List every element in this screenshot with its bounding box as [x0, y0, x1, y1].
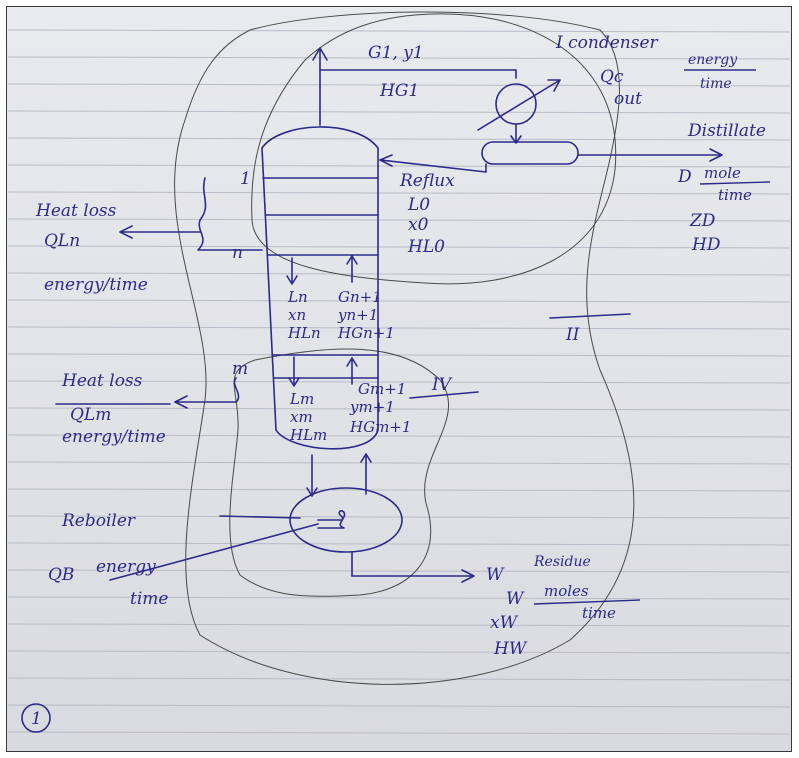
reflux-enthalpy: HL0: [407, 237, 445, 257]
reflux-flow: L0: [407, 195, 430, 215]
distillate-flow-units-denominator: time: [718, 186, 752, 204]
envelope-label-bar: [550, 314, 630, 318]
section-m-liquid-composition: xm: [290, 408, 313, 426]
heat-loss-n-symbol: QLn: [44, 231, 80, 251]
section-n-vapor-enthalpy: HGn+1: [337, 324, 395, 342]
ruled-line: [8, 246, 790, 248]
ruled-line: [8, 705, 790, 707]
section-m-vapor-flow: Gm+1: [358, 380, 406, 398]
condenser-heat-direction: out: [614, 89, 642, 109]
ruled-line: [8, 678, 790, 680]
section-n-liquid-enthalpy: HLn: [287, 324, 321, 342]
reboiler-heat-units-denominator: time: [130, 589, 168, 609]
section-n-vapor-composition: yn+1: [337, 306, 378, 324]
condenser-heat-units-denominator: time: [700, 76, 732, 92]
ruled-line: [8, 30, 790, 32]
section-n-liquid-composition: xn: [288, 306, 306, 324]
envelope-label-iv: IV: [431, 375, 453, 395]
section-n-vapor-flow: Gn+1: [338, 288, 382, 306]
residue-flow-units-denominator: time: [582, 604, 616, 622]
top-vapor-enthalpy: HG1: [379, 81, 419, 101]
ruled-line: [8, 165, 790, 167]
section-m-vapor-composition: ym+1: [349, 398, 395, 416]
condenser-label: I condenser: [555, 33, 659, 53]
column-top-head: [262, 127, 378, 148]
page-number: 1: [31, 709, 42, 729]
condenser-heat-symbol: Qc: [600, 67, 624, 87]
ruled-line: [8, 624, 790, 626]
top-vapor-stream: G1, y1: [368, 43, 424, 63]
ruled-line: [8, 597, 790, 599]
section-m-liquid-enthalpy: HLm: [289, 426, 327, 444]
residue-flow-units: moles: [544, 582, 589, 600]
distillate-flow: D: [677, 167, 692, 187]
ruled-line: [8, 219, 790, 221]
reboiler-label: Reboiler: [61, 511, 136, 531]
condenser-heat-units: energy: [688, 52, 738, 68]
residue-composition: xW: [490, 613, 519, 633]
ruled-line: [8, 192, 790, 194]
heat-loss-m-label: Heat loss: [61, 371, 143, 391]
ruled-line: [8, 732, 790, 734]
reboiler-heating-coil: [318, 511, 345, 528]
heat-loss-m-symbol: QLm: [70, 405, 111, 425]
condenser-coil-arrow: [478, 80, 560, 130]
condenser-circle: [496, 84, 536, 124]
distillate-enthalpy: HD: [691, 235, 721, 255]
section-m-liquid-flow: Lm: [289, 390, 314, 408]
ruled-line: [8, 300, 790, 302]
distillate-units-fraction-bar: [700, 182, 770, 184]
reflux-composition: x0: [408, 215, 429, 235]
envelope-label-ii: II: [565, 325, 580, 345]
reflux-label: Reflux: [399, 171, 455, 191]
heat-loss-m-units: energy/time: [62, 427, 166, 447]
heat-loss-n-label: Heat loss: [35, 201, 117, 221]
ruled-line: [8, 462, 790, 464]
distillate-composition: ZD: [689, 211, 716, 231]
ruled-line: [8, 111, 790, 113]
residue-flow: W: [486, 565, 505, 585]
top-tray-number: 1: [240, 169, 251, 189]
ruled-line: [8, 408, 790, 410]
ruled-line: [8, 489, 790, 491]
ruled-line: [8, 138, 790, 140]
section-n-liquid-flow: Ln: [287, 288, 308, 306]
ruled-line: [8, 543, 790, 545]
reboiler-vessel: [290, 488, 402, 552]
distillate-label: Distillate: [687, 121, 766, 141]
envelope-bottom: [230, 349, 449, 596]
reboiler-heat-symbol: QB: [48, 565, 74, 585]
tray-n-label: n: [232, 243, 243, 263]
reflux-drum: [482, 142, 578, 164]
heat-loss-n-units: energy/time: [44, 275, 148, 295]
distillate-flow-units: mole: [704, 164, 741, 182]
reboiler-heat-units: energy: [96, 557, 156, 577]
column-left-wall: [262, 148, 276, 430]
tray-m-label: m: [232, 359, 248, 379]
residue-flow-symbol: W: [506, 589, 525, 609]
ruled-line: [8, 327, 790, 329]
ruled-line: [8, 651, 790, 653]
section-m-vapor-enthalpy: HGm+1: [349, 418, 411, 436]
residue-enthalpy: HW: [493, 639, 528, 659]
residue-label: Residue: [533, 554, 591, 570]
